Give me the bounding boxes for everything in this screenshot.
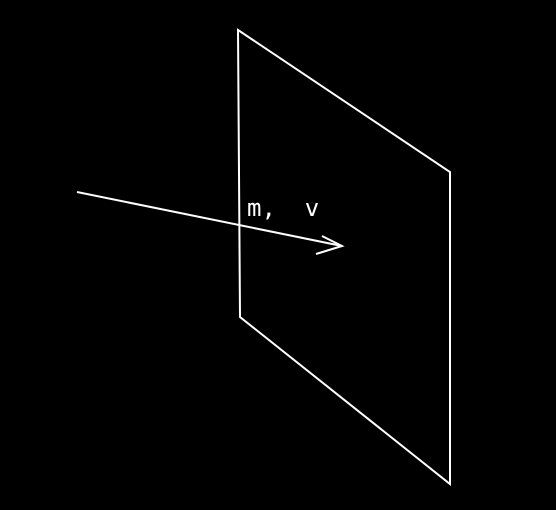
mass-velocity-label: m, v	[247, 194, 319, 222]
velocity-arrow-shaft	[76, 191, 343, 247]
velocity-arrow-head	[315, 235, 345, 255]
plane-outline	[236, 28, 451, 487]
